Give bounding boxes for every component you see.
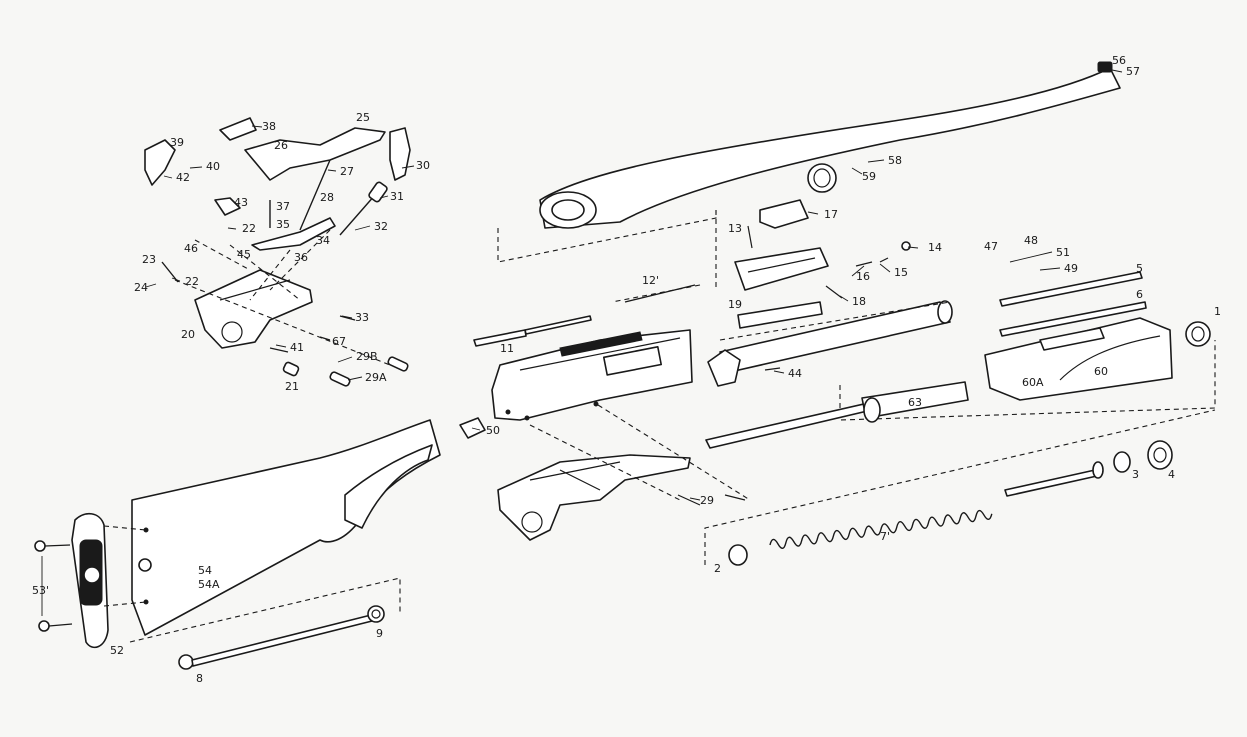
label-9: 9 [376,627,383,640]
label-54: 54 [198,564,212,577]
label-leader-lines [145,69,1123,501]
label-26: 26 [274,139,288,152]
stock-to-plate-lines [103,525,147,607]
label-18: 18 [852,295,866,308]
label-54a: 54A [198,578,220,591]
stock-dash-box [129,577,401,643]
label-31: 31 [390,190,404,203]
carrier-dog [219,117,386,181]
label-11: 11 [500,342,514,355]
label-50: 50 [486,424,500,437]
bolt-assembly [734,199,829,329]
label-49: 49 [1064,262,1078,275]
label-14: 14 [928,241,942,254]
action-rod [1004,461,1104,497]
barrel [539,61,1121,229]
label-60: 60 [1094,365,1108,378]
stock [131,419,441,636]
label-42: 42 [176,171,190,184]
label-46: 46 [184,242,198,255]
label-58: 58 [888,154,902,167]
label-28: 28 [320,191,334,204]
label-12: 12' [642,274,659,287]
label-29b: 29B [356,350,378,363]
label-52: 52 [110,644,124,657]
label-8: 8 [196,672,203,685]
part-labels: 1 2 3 4 5 6 7' 8 9 11 12' 13 14 15 16 17… [32,54,1221,685]
trigger-springs [161,159,388,283]
label-30: 30 [416,159,430,172]
magazine-tube [707,300,953,387]
label-48: 48 [1024,234,1038,247]
label-27: 27 [340,165,354,178]
slide-action [705,381,969,449]
label-25: 25 [356,111,370,124]
magazine-plug-and-nut [1113,440,1173,473]
label-3: 3 [1132,468,1139,481]
label-29: 29 [700,494,714,507]
receiver [491,329,693,421]
trigger-pins [269,315,409,387]
trigger-housing [194,269,313,349]
label-41: 41 [290,341,304,354]
fore-end [984,317,1173,401]
magazine-dash-box [704,409,1216,565]
label-67: 67 [332,335,346,348]
label-37: 37 [276,200,290,213]
label-1: 1 [1214,305,1221,318]
magazine-follower [728,544,748,566]
label-15: 15 [894,266,908,279]
label-32: 32 [374,220,388,233]
label-19: 19 [728,298,742,311]
butt-plate [71,512,109,649]
label-51: 51 [1056,246,1070,259]
receiver-dash-lines [529,284,951,501]
label-59: 59 [862,170,876,183]
bolt-parts [747,225,911,299]
label-35: 35 [276,218,290,231]
label-16: 16 [856,270,870,283]
label-47: 47 [984,240,998,253]
operating-spring [473,284,696,347]
label-36: 36 [294,251,308,264]
label-34: 34 [316,234,330,247]
label-4: 4 [1168,468,1175,481]
label-21: 21 [285,380,299,393]
label-57: 57 [1126,65,1140,78]
label-2: 2 [714,562,721,575]
label-22b: 22 [185,275,199,288]
label-39: 39 [170,136,184,149]
label-17: 17 [824,208,838,221]
label-63: 63 [908,396,922,409]
label-13: 13 [728,222,742,235]
barrel-dash-box [497,210,717,290]
stock-bolt [178,605,385,670]
label-7: 7' [880,530,890,543]
label-60a: 60A [1022,376,1044,389]
label-22a: 22 [242,222,256,235]
action-bars [999,271,1147,337]
label-38: 38 [262,120,276,133]
trigger-group-assembled [497,454,691,541]
label-29a: 29A [365,371,387,384]
label-40: 40 [206,160,220,173]
label-43: 43 [234,196,248,209]
label-45: 45 [237,248,251,261]
fore-end-dash-box [839,340,1216,421]
trigger-assembly-lines [174,229,391,366]
label-56: 56 [1112,54,1126,67]
label-24: 24 [134,281,148,294]
label-20: 20 [181,328,195,341]
label-23: 23 [142,253,156,266]
label-53: 53' [32,584,49,597]
trigger-parts [144,127,411,251]
label-5: 5 [1136,262,1143,275]
label-33: 33 [355,311,369,324]
magazine-spring [769,509,993,549]
magazine-cap-and-ring [1185,321,1211,347]
label-44: 44 [788,367,802,380]
label-6: 6 [1136,288,1143,301]
butt-plate-screws [34,540,73,632]
